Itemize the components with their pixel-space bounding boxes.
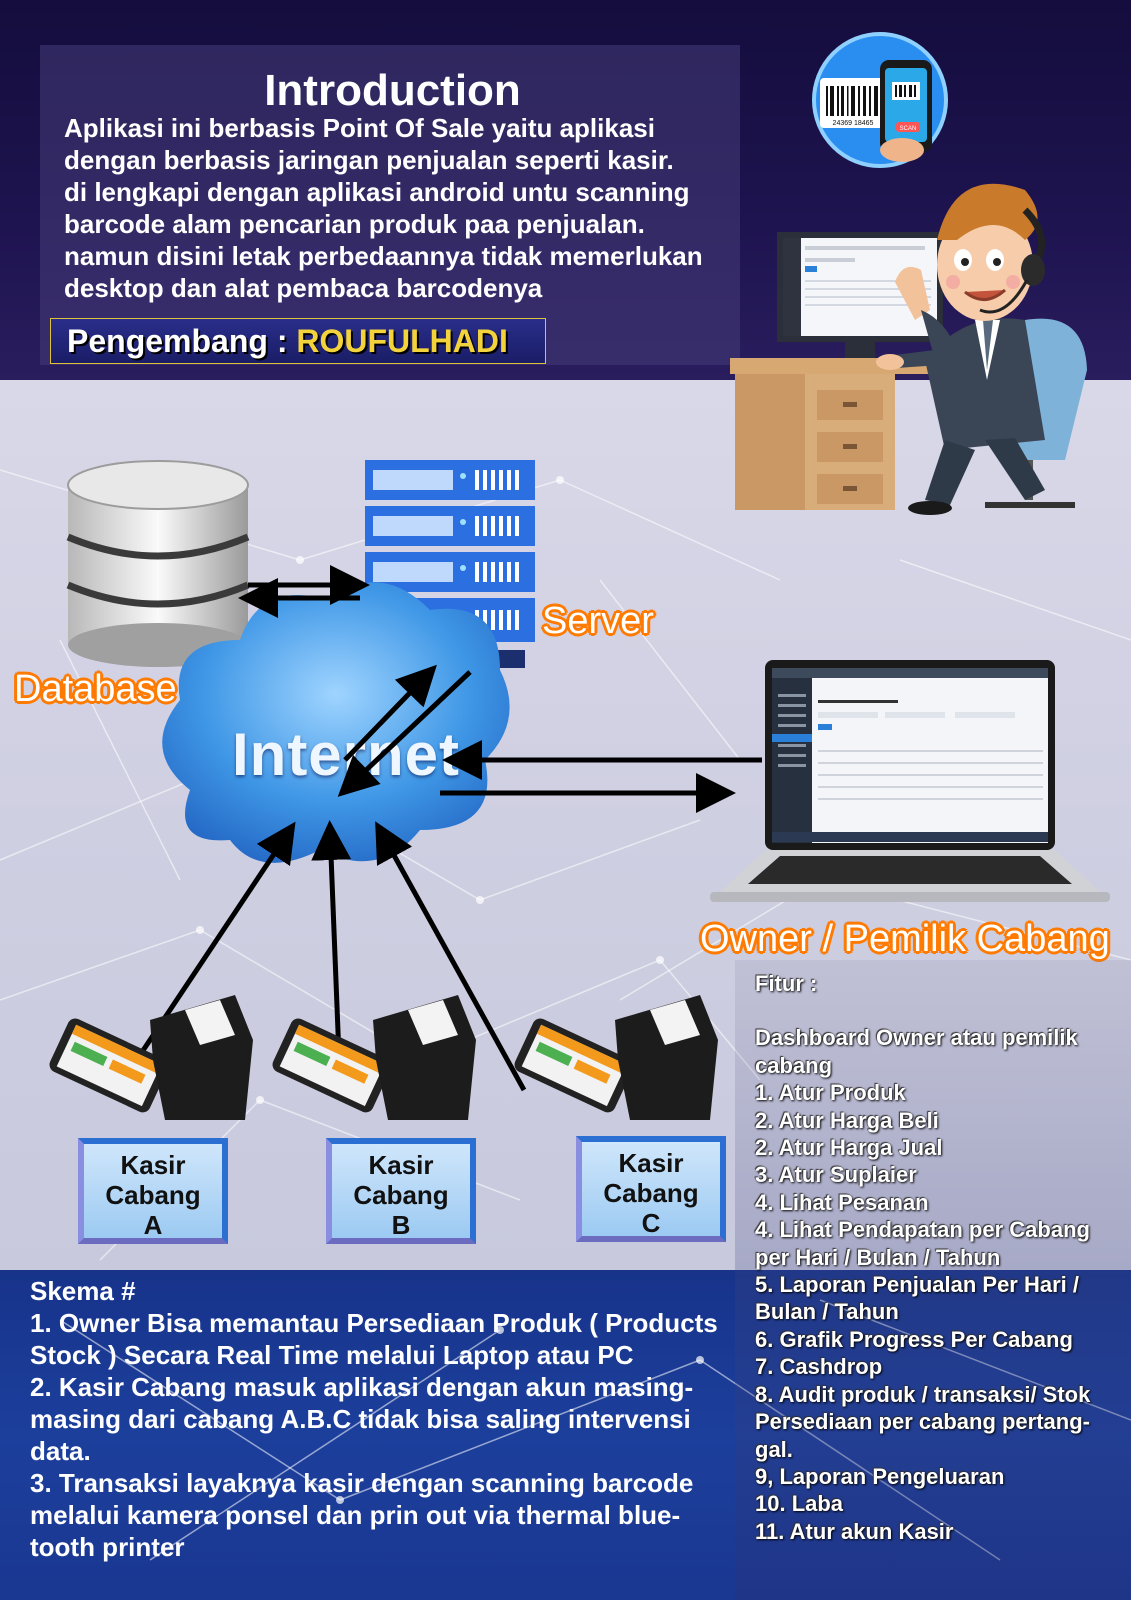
scan-button-label: SCAN	[900, 126, 917, 132]
kasir-a-phone-printer-icon	[49, 995, 253, 1120]
intro-line: namun disini letak perbedaannya tidak me…	[64, 241, 703, 271]
fitur-line: Persediaan per cabang pertang-	[755, 1409, 1090, 1435]
skema-line: 3. Transaksi layaknya kasir dengan scann…	[30, 1468, 694, 1498]
kasir-label-line: Cabang	[353, 1180, 449, 1210]
intro-line: di lengkapi dengan aplikasi android untu…	[64, 177, 690, 207]
database-label: Database	[14, 668, 177, 710]
kasir-label-line: Kasir	[120, 1150, 186, 1180]
fitur-line: 4. Lihat Pesanan	[755, 1189, 929, 1215]
fitur-line: 4. Lihat Pendapatan per Cabang	[755, 1217, 1090, 1243]
fitur-line: 11. Atur akun Kasir	[755, 1518, 954, 1544]
kasir-b-phone-printer-icon	[272, 995, 476, 1120]
fitur-line: 6. Grafik Progress Per Cabang	[755, 1326, 1073, 1352]
barcode-scan-phone-icon: 24369 18465 SCAN	[812, 32, 948, 168]
kasir-cabang-a-box: Kasir Cabang A	[78, 1138, 228, 1244]
kasir-label-line: Cabang	[105, 1180, 201, 1210]
owner-laptop-icon	[710, 660, 1110, 902]
skema-line: Stock ) Secara Real Time melalui Laptop …	[30, 1340, 634, 1370]
internet-cloud-icon	[162, 582, 510, 863]
fitur-line: Dashboard Owner atau pemilik	[755, 1025, 1078, 1051]
fitur-line: 3. Atur Suplaier	[755, 1162, 917, 1188]
kasir-label-line: Cabang	[603, 1178, 699, 1208]
skema-line: data.	[30, 1436, 91, 1466]
skema-title: Skema #	[30, 1276, 136, 1306]
fitur-title: Fitur :	[755, 971, 818, 996]
fitur-line: cabang	[755, 1052, 833, 1078]
kasir-label-line: Kasir	[368, 1150, 434, 1180]
fitur-line: 1. Atur Produk	[755, 1080, 906, 1106]
kasir-label-line: C	[641, 1208, 661, 1238]
arrow-kasir-a-to-internet	[119, 821, 296, 1084]
fitur-line: 9, Laporan Pengeluaran	[755, 1463, 1005, 1489]
intro-line: Aplikasi ini berbasis Point Of Sale yait…	[64, 113, 655, 143]
database-icon	[66, 460, 250, 667]
footer-background	[0, 1270, 1131, 1600]
fitur-line: 5. Laporan Penjualan Per Hari /	[755, 1272, 1079, 1298]
fitur-line	[755, 997, 1125, 1024]
fitur-line: gal.	[755, 1436, 793, 1462]
skema-line: melalui kamera ponsel dan prin out via t…	[30, 1500, 681, 1530]
intro-panel	[40, 45, 740, 365]
kasir-cabang-b-box: Kasir Cabang B	[326, 1138, 476, 1244]
skema-line: masing dari cabang A.B.C tidak bisa sali…	[30, 1404, 691, 1434]
arrow-kasir-c-to-internet	[375, 821, 527, 1092]
intro-line: dengan berbasis jaringan penjualan seper…	[64, 145, 674, 175]
kasir-label-line: A	[143, 1210, 163, 1240]
fitur-line: per Hari / Bulan / Tahun	[755, 1244, 1001, 1270]
developer-name: ROUFULHADI	[296, 323, 508, 359]
fitur-line: 2. Atur Harga Beli	[755, 1107, 939, 1133]
skema-line: tooth printer	[30, 1532, 185, 1562]
skema-list: Skema # 1. Owner Bisa memantau Persediaa…	[30, 1275, 750, 1563]
fitur-panel	[735, 960, 1131, 1600]
developer-banner: Pengembang : ROUFULHADI	[50, 318, 546, 364]
skema-line: 1. Owner Bisa memantau Persediaan Produk…	[30, 1308, 718, 1338]
fitur-line: 8. Audit produk / transaksi/ Stok	[755, 1381, 1091, 1407]
kasir-c-phone-printer-icon	[514, 995, 718, 1120]
owner-label: Owner / Pemilik Cabang	[700, 918, 1110, 960]
skema-line: 2. Kasir Cabang masuk aplikasi dengan ak…	[30, 1372, 694, 1402]
operator-at-desk-illustration	[730, 183, 1087, 515]
intro-line: desktop dan alat pembaca barcodenya	[64, 273, 543, 303]
server-label: Server	[542, 600, 654, 642]
barcode-number: 24369 18465	[833, 120, 874, 127]
intro-line: barcode alam pencarian produk paa penjua…	[64, 209, 645, 239]
fitur-line: 2. Atur Harga Jual	[755, 1135, 943, 1161]
kasir-label-line: B	[391, 1210, 411, 1240]
kasir-label-line: Kasir	[618, 1148, 684, 1178]
fitur-line: 7. Cashdrop	[755, 1354, 883, 1380]
developer-label: Pengembang :	[67, 323, 297, 359]
fitur-line: Bulan / Tahun	[755, 1299, 899, 1325]
intro-title: Introduction	[264, 66, 521, 115]
arrow-internet-to-server	[343, 664, 437, 762]
fitur-line: 10. Laba	[755, 1491, 844, 1517]
intro-text: Aplikasi ini berbasis Point Of Sale yait…	[64, 112, 744, 304]
fitur-list: Fitur : Dashboard Owner atau pemilik cab…	[755, 970, 1125, 1545]
kasir-cabang-c-box: Kasir Cabang C	[576, 1136, 726, 1242]
arrow-server-to-internet	[337, 670, 472, 797]
